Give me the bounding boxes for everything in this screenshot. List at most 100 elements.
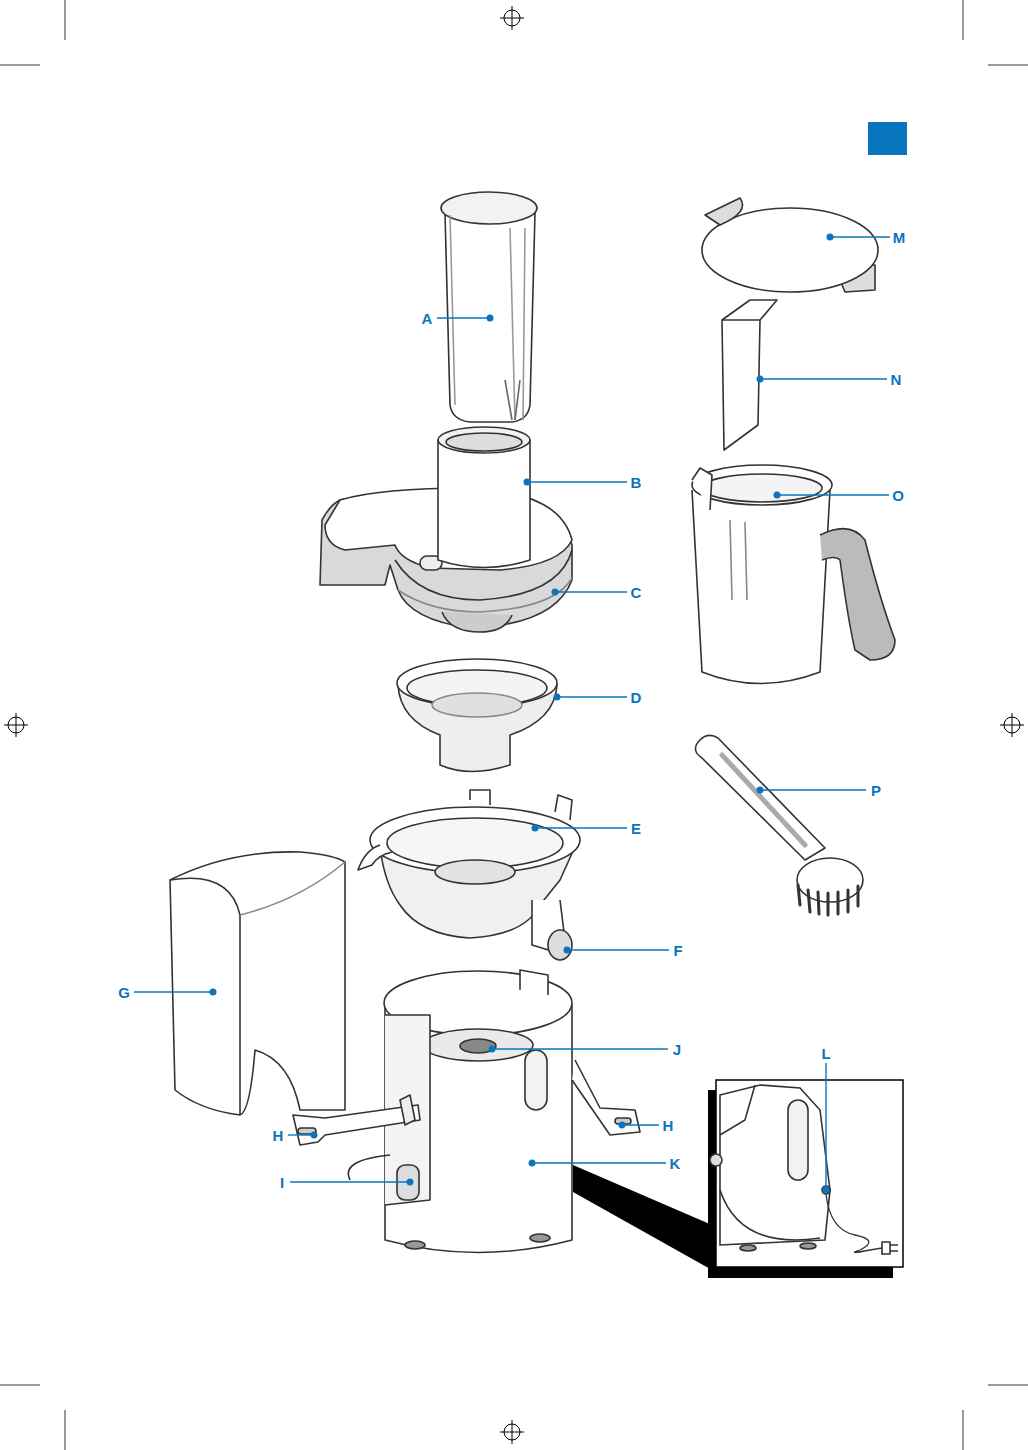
detail-inset (573, 1080, 903, 1278)
leader-lines (532, 1162, 666, 1163)
leader-lines (554, 694, 560, 700)
part-illustration (385, 1005, 572, 1253)
part-illustration (530, 1234, 550, 1242)
part-illustration (505, 380, 520, 420)
callout-letter: E (631, 821, 641, 836)
part-illustration (548, 930, 572, 960)
detail-inset (710, 1085, 898, 1254)
detail-inset (826, 1194, 882, 1253)
leader-lines (827, 234, 833, 240)
leader-lines (134, 991, 213, 992)
part-illustration (820, 529, 895, 660)
part-illustration (722, 755, 805, 845)
part-illustration (523, 228, 525, 420)
part-illustration (798, 885, 858, 915)
part-illustration (460, 1039, 496, 1053)
callout-letter: I (280, 1175, 284, 1190)
part-illustration (400, 1095, 415, 1125)
registration-marks (512, 1420, 513, 1444)
detail-inset (882, 1242, 898, 1254)
callout-letter: O (892, 488, 904, 503)
part-illustration (438, 440, 530, 568)
leader-lines (529, 1160, 535, 1166)
part-illustration (520, 970, 548, 995)
crop-marks (0, 65, 40, 66)
leader-lines (555, 591, 627, 592)
crop-marks (65, 0, 66, 40)
callout-letter: P (871, 783, 881, 798)
part-illustration (705, 198, 743, 225)
leader-lines (823, 1187, 829, 1193)
leader-lines (535, 827, 627, 828)
leader-lines (311, 1132, 317, 1138)
leader-lines (825, 1063, 826, 1190)
callout-letter: M (893, 230, 906, 245)
part-illustration (423, 1029, 533, 1061)
leader-lines (774, 492, 780, 498)
leader-lines (622, 1124, 659, 1125)
part-illustration (470, 790, 572, 820)
part-illustration (170, 852, 345, 1115)
part-illustration (432, 693, 522, 717)
part-illustration (441, 192, 537, 224)
part-illustration (438, 427, 530, 453)
leader-lines (210, 989, 216, 995)
part-illustration (348, 1155, 390, 1180)
leader-lines (492, 1048, 668, 1049)
part-illustration (702, 474, 822, 502)
detail-inset (740, 1245, 756, 1251)
crop-marks (988, 65, 1028, 66)
leader-lines (288, 1134, 314, 1135)
callout-letter: K (670, 1156, 681, 1171)
crop-marks (988, 1385, 1028, 1386)
registration-marks (512, 6, 513, 30)
callout-letter: J (673, 1042, 681, 1057)
detail-inset (800, 1243, 816, 1249)
leader-lines (564, 947, 570, 953)
part-illustration (358, 845, 392, 870)
leader-lines (487, 315, 493, 321)
part-illustration (170, 878, 240, 1115)
part-illustration (398, 578, 572, 612)
detail-inset (716, 1080, 903, 1267)
part-illustration (722, 300, 777, 450)
detail-inset (720, 1085, 755, 1135)
leader-lines (777, 494, 889, 495)
leader-lines (557, 696, 627, 697)
part-illustration (442, 612, 512, 632)
part-illustration (722, 319, 760, 321)
leader-lines (524, 479, 530, 485)
leader-lines (489, 1046, 495, 1052)
leader-lines (134, 234, 890, 1193)
detail-inset (573, 1165, 712, 1270)
callout-letter: H (663, 1118, 674, 1133)
language-tab (868, 122, 907, 155)
callout-letter: A (422, 311, 433, 326)
callout-letter: B (631, 475, 642, 490)
part-illustration (695, 735, 825, 860)
part-illustration (572, 1060, 640, 1135)
leader-lines (619, 1122, 625, 1128)
part-illustration (510, 228, 515, 420)
crop-marks (963, 1410, 964, 1450)
registration-marks (4, 6, 1024, 1444)
leader-lines (290, 1181, 410, 1182)
leader-lines (830, 236, 890, 237)
callout-letter: N (891, 372, 902, 387)
detail-inset (788, 1100, 808, 1180)
registration-marks (16, 713, 17, 737)
leader-lines (527, 481, 627, 482)
part-illustration (240, 862, 345, 915)
part-illustration (405, 1241, 425, 1249)
detail-inset (720, 1190, 820, 1240)
part-illustration (293, 1105, 420, 1145)
detail-inset (822, 1186, 830, 1194)
crop-marks (963, 0, 964, 40)
crop-marks (65, 1410, 66, 1450)
leader-lines (552, 589, 558, 595)
leader-lines (757, 787, 763, 793)
